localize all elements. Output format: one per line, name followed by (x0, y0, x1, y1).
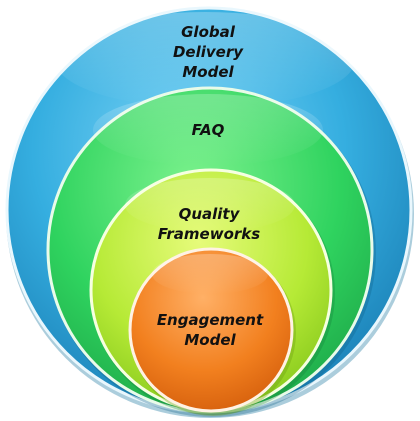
label-inner-line-2: Model (184, 331, 236, 349)
label-third-line-1: Quality (179, 205, 241, 223)
label-second-line-1: FAQ (192, 121, 225, 139)
label-outer-line-3: Model (182, 63, 234, 81)
ring-second-highlight (93, 94, 323, 166)
ring-outer-highlight (55, 12, 355, 108)
ring-inner-circle (128, 247, 294, 413)
label-third-line-2: Frameworks (158, 225, 260, 243)
label-outer-line-1: Global (181, 23, 236, 41)
ring-third-highlight (125, 178, 295, 232)
label-inner-line-1: Engagement (157, 311, 264, 329)
label-outer-line-2: Delivery (173, 43, 244, 61)
circle-engagement-model (128, 247, 296, 416)
ring-inner-highlight (152, 254, 268, 294)
